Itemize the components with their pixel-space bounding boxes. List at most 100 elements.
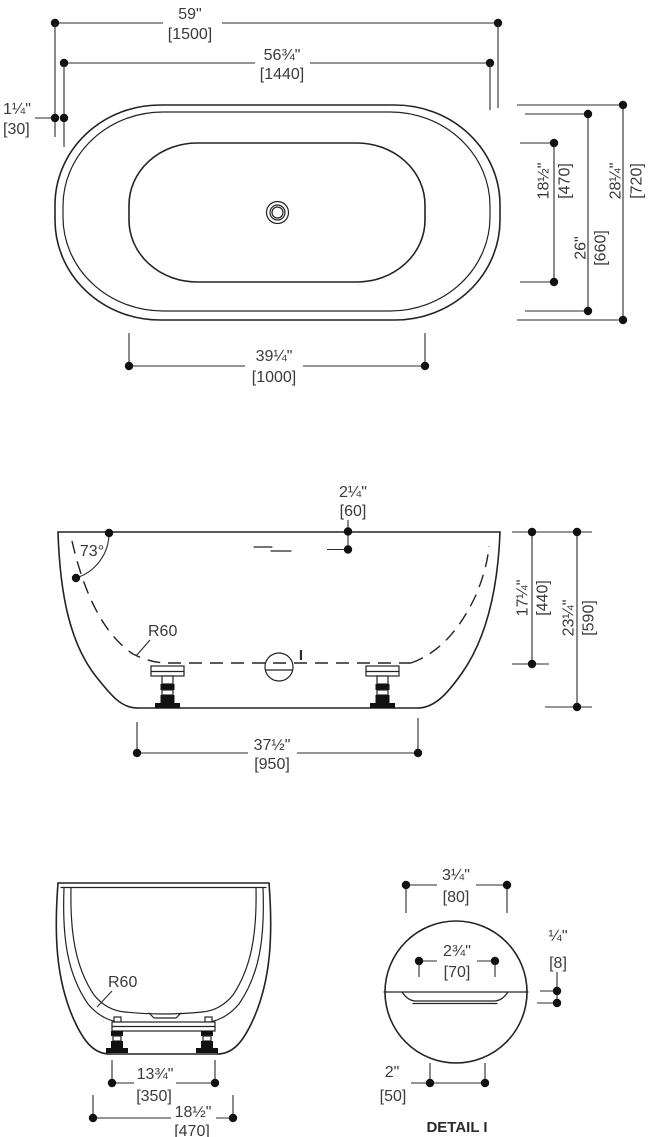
datum-dot	[618, 100, 628, 110]
leg-nut	[201, 1041, 213, 1048]
datum-dot	[552, 986, 562, 996]
dim-overall-length-in: 59"	[178, 6, 201, 23]
dim-rim-offset-in: 1¼"	[3, 101, 31, 118]
datum-dot	[552, 998, 562, 1008]
dim-deck-length-mm: [1440]	[260, 66, 304, 83]
dim-bottom-radius: R60	[108, 974, 137, 991]
inner-wall-right-2	[201, 887, 257, 1013]
frame-bolt	[113, 1016, 122, 1023]
datum-dot	[228, 1113, 238, 1123]
datum-dot	[583, 109, 593, 119]
dim-recess-bottom-in: 2¾"	[443, 943, 471, 960]
support-frame	[106, 1016, 218, 1053]
detail-marker-label: I	[299, 647, 303, 664]
drain-mid-circle	[269, 204, 286, 221]
datum-dot	[59, 113, 69, 123]
datum-dot	[425, 1078, 435, 1088]
leg-column	[112, 1035, 122, 1042]
dim-basin-length-mm: [1000]	[252, 369, 296, 386]
dim-drain-offset-in: 2"	[385, 1064, 400, 1081]
frame-leg-right	[196, 1031, 218, 1053]
datum-dot	[132, 748, 142, 758]
side-view: 2¼" [60] 73° R60 I	[57, 484, 598, 773]
datum-dot	[572, 702, 582, 712]
datum-dot	[210, 1078, 220, 1088]
foot-nut	[375, 684, 390, 690]
datum-dot	[104, 528, 114, 538]
dim-bottom-radius: R60	[148, 623, 177, 640]
interior-wall-left-dashed	[71, 540, 169, 664]
datum-dot	[71, 573, 81, 583]
frame-bolt	[204, 1016, 213, 1023]
dim-frame-span-mm: [350]	[136, 1088, 172, 1105]
dim-base-span-in: 37½"	[254, 737, 291, 754]
dim-overflow-drop-in: 2¼"	[339, 484, 367, 501]
dim-overall-width-in: 28¼"	[608, 163, 625, 200]
dim-basin-width-mm: [470]	[557, 163, 574, 199]
datum-dot	[414, 956, 424, 966]
tub-basin-opening	[128, 142, 426, 283]
dim-deck-width-mm: [660]	[593, 230, 610, 266]
dim-recess-top-mm: [80]	[443, 889, 470, 906]
dim-overall-length-mm: [1500]	[168, 26, 212, 43]
dim-base-span-in: 18½"	[175, 1104, 212, 1121]
dim-inner-depth-in: 17¼"	[515, 580, 532, 617]
datum-dot	[490, 956, 500, 966]
dim-overflow-drop-mm: [60]	[340, 503, 367, 520]
leg-nut	[111, 1031, 123, 1036]
inner-wall-right	[201, 887, 264, 1024]
foot-base	[370, 703, 395, 708]
foot-column	[376, 675, 389, 685]
foot-column	[161, 689, 174, 696]
dim-recess-depth-in: ¼"	[548, 928, 567, 945]
dim-drain-offset-mm: [50]	[380, 1088, 407, 1105]
datum-dot	[527, 527, 537, 537]
datum-dot	[107, 1078, 117, 1088]
tub-right-wall	[216, 882, 272, 1055]
foot-column	[376, 689, 389, 696]
leg-nut	[111, 1041, 123, 1048]
datum-dot	[343, 527, 353, 536]
drain-inner-circle	[271, 206, 284, 219]
inner-wall-left-2	[70, 887, 126, 1013]
basin-floor-line	[124, 1011, 203, 1015]
datum-dot	[618, 315, 628, 325]
dim-recess-depth-mm: [8]	[549, 955, 567, 972]
dim-overall-height-mm: [590]	[581, 600, 598, 636]
drain-outer-circle	[265, 200, 290, 225]
drain-recess-outer	[401, 991, 509, 1002]
datum-dot	[527, 659, 537, 669]
angle-arc	[75, 532, 110, 579]
leg-column	[202, 1035, 212, 1042]
dim-inner-depth-mm: [440]	[535, 580, 552, 616]
dim-basin-length-in: 39¼"	[256, 348, 293, 365]
datum-dot	[413, 748, 423, 758]
detail-view: 3¼" [80] 2¾" [70] ¼" [8] 2" [50] DETAIL …	[380, 867, 568, 1136]
tub-rim-inner-edge	[62, 111, 491, 312]
datum-dot	[88, 1113, 98, 1123]
datum-dot	[549, 277, 559, 287]
dim-overall-width-mm: [720]	[629, 163, 646, 199]
tub-left-wall	[55, 882, 111, 1055]
frame-leg-left	[106, 1031, 128, 1053]
dim-basin-width-in: 18½"	[536, 163, 553, 200]
drain-recess-profile	[148, 1012, 182, 1019]
top-view: 59" [1500] 56¾" [1440] 1¼" [30] 39¼" [10…	[3, 6, 646, 386]
inner-wall-left	[63, 887, 126, 1024]
datum-dot	[549, 138, 559, 148]
tub-left-wall	[57, 531, 138, 709]
dim-base-span-mm: [470]	[174, 1123, 210, 1137]
foot-nut	[160, 684, 175, 690]
datum-dot	[124, 361, 134, 371]
drain-detail-circle	[264, 652, 294, 682]
foot-base	[155, 703, 180, 708]
foot-column	[161, 675, 174, 685]
dim-base-span-mm: [950]	[254, 756, 290, 773]
leg-base	[196, 1048, 218, 1053]
datum-dot	[401, 880, 411, 890]
dim-recess-bottom-mm: [70]	[444, 964, 471, 981]
dim-overall-height-in: 23¼"	[561, 600, 578, 637]
datum-dot	[572, 527, 582, 537]
